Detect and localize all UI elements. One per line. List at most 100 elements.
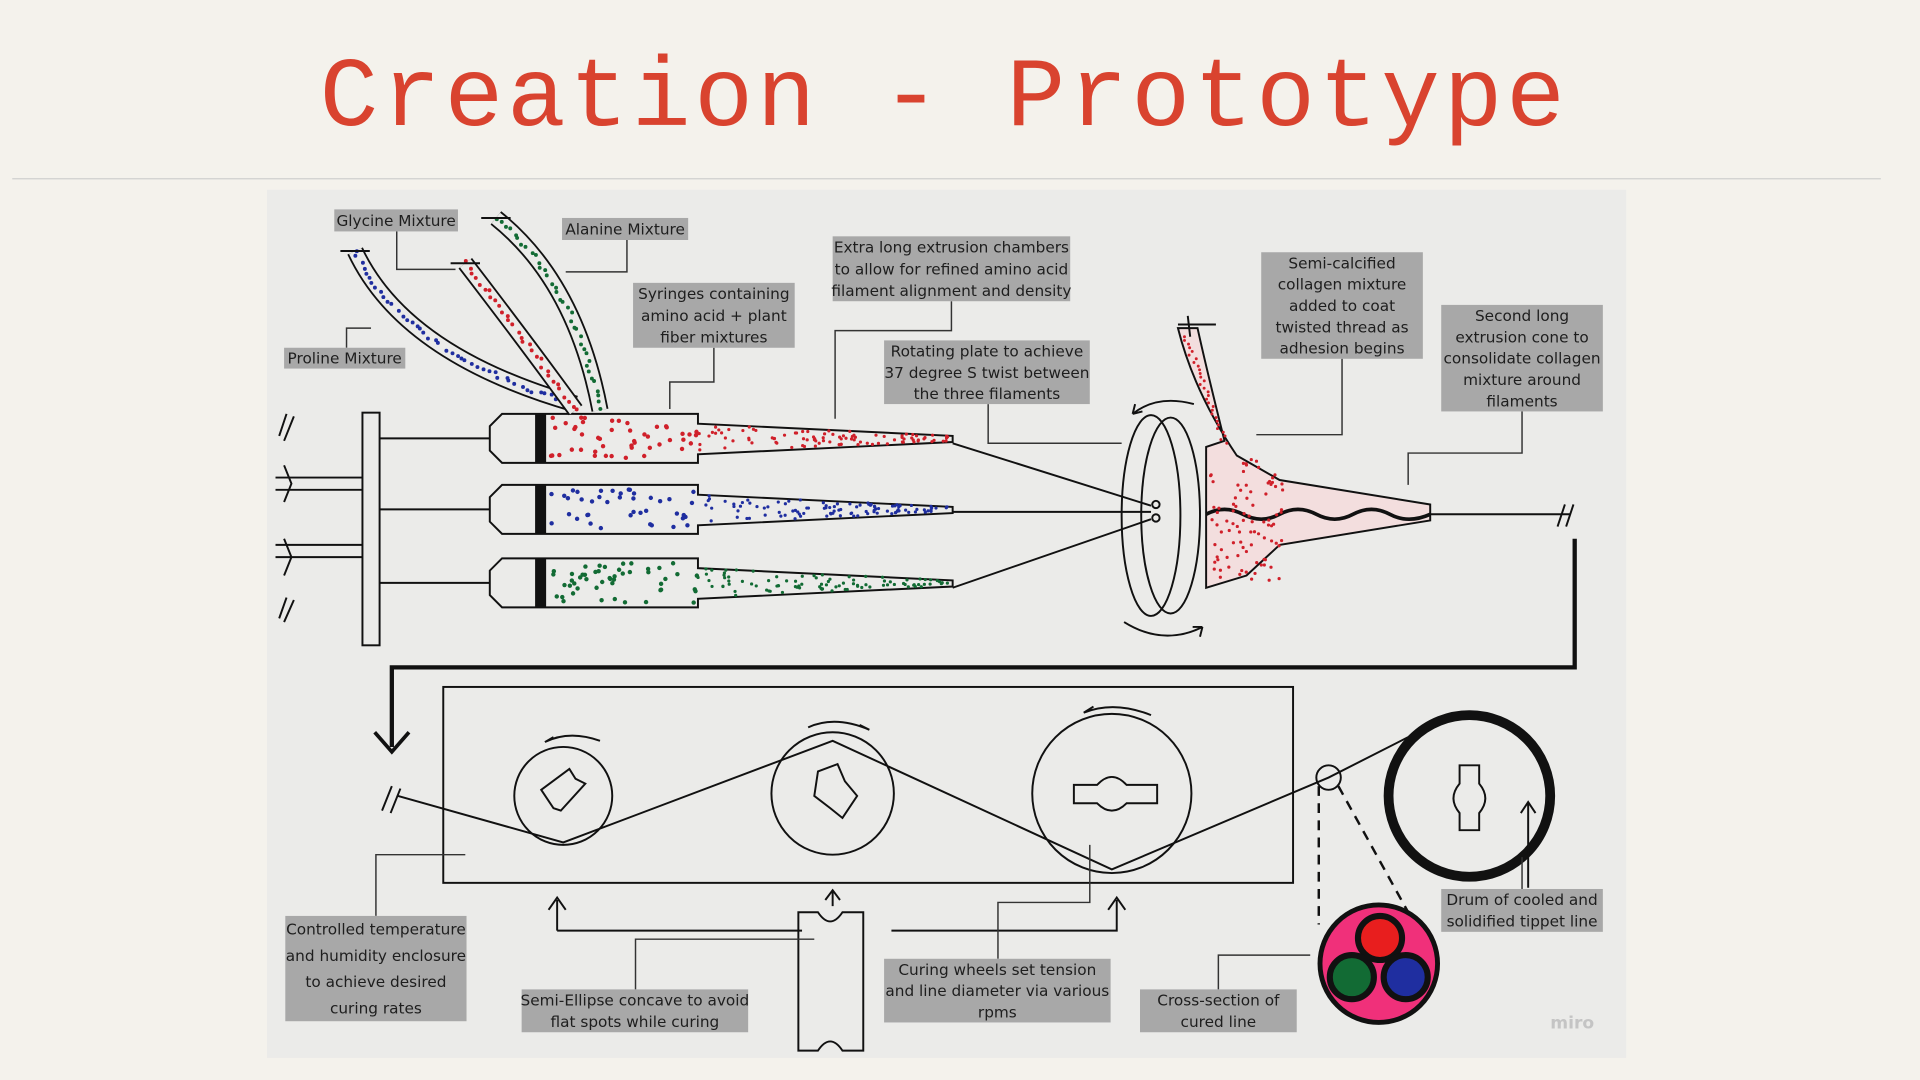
mixture-dot xyxy=(707,494,711,498)
mixture-dot xyxy=(723,436,727,440)
mixture-dot xyxy=(617,495,623,500)
mixture-dot xyxy=(824,504,828,508)
mixture-dot xyxy=(627,569,633,575)
mixture-dot xyxy=(820,573,824,577)
syringe-barrel xyxy=(488,557,954,609)
mixture-dot xyxy=(685,523,690,528)
label-line: Proline Mixture xyxy=(288,350,402,368)
mixture-dot xyxy=(569,447,575,452)
mixture-dot xyxy=(858,503,862,507)
mixture-dot xyxy=(1219,530,1223,534)
mixture-dot xyxy=(1269,565,1273,569)
label-connectors xyxy=(345,231,1523,990)
rotating-plate-edge xyxy=(1140,416,1201,615)
mixture-dot xyxy=(918,577,922,581)
mixture-dot xyxy=(1233,496,1237,500)
arrow-up-drum xyxy=(1520,800,1537,888)
mixture-dot xyxy=(934,506,938,510)
mixture-dot xyxy=(888,580,892,584)
plunger-seal xyxy=(535,558,547,608)
mixture-dot xyxy=(1267,578,1271,582)
mixture-dot xyxy=(679,446,685,452)
mixture-dot xyxy=(586,369,591,374)
mixture-dot xyxy=(528,342,533,347)
mixture-dot xyxy=(1250,577,1254,581)
mixture-dot xyxy=(689,500,695,506)
label-glycine: Glycine Mixture xyxy=(334,209,458,232)
mixture-dot xyxy=(521,384,525,389)
label-box xyxy=(1261,252,1423,359)
mixture-dot xyxy=(570,310,575,315)
mixture-dot xyxy=(1194,357,1198,361)
mixture-dot xyxy=(841,434,846,438)
mixture-dot xyxy=(812,574,816,578)
mixture-dot xyxy=(720,431,724,435)
mixture-dot xyxy=(935,579,939,583)
mixture-dot xyxy=(710,568,714,572)
label-line: to allow for refined amino acid xyxy=(835,260,1069,278)
mixture-dot xyxy=(858,440,863,444)
mixture-dot xyxy=(584,351,589,356)
diagram-drawing xyxy=(275,211,1577,1052)
mixture-dot xyxy=(825,514,829,518)
mixture-dot xyxy=(504,224,508,229)
mixture-dot xyxy=(693,588,698,594)
mixture-dot xyxy=(1249,530,1253,534)
mixture-dot xyxy=(923,436,927,440)
mixture-dot xyxy=(600,579,605,585)
mixture-dot xyxy=(1202,379,1206,383)
mixture-dot xyxy=(1215,555,1219,559)
curing-wheel-3 xyxy=(1031,712,1193,875)
mixture-dot xyxy=(543,268,548,273)
mixture-dot xyxy=(481,367,486,372)
mixture-dot xyxy=(539,356,544,361)
mixture-dot xyxy=(732,504,736,509)
label-line: amino acid + plant xyxy=(641,307,787,325)
mixture-dot xyxy=(1235,524,1239,529)
line-sample-circle xyxy=(1315,764,1342,791)
mixture-dot xyxy=(1259,563,1263,567)
mixture-dot xyxy=(791,509,795,513)
mixture-dot xyxy=(1241,469,1246,474)
label-line: flat spots while curing xyxy=(551,1013,720,1031)
mixture-dot xyxy=(610,488,615,493)
mixture-dot xyxy=(805,506,809,510)
mixture-dot xyxy=(1219,438,1223,442)
mixture-dot xyxy=(707,497,712,501)
mixture-dot xyxy=(885,583,890,587)
label-line: Semi-Ellipse concave to avoid xyxy=(521,992,750,1010)
mixture-dot xyxy=(493,370,498,375)
mixture-dot xyxy=(469,271,474,276)
mixture-dot xyxy=(674,511,680,516)
label-line: rpms xyxy=(978,1003,1017,1021)
label-line: the three filaments xyxy=(914,385,1061,403)
mixture-dot xyxy=(865,441,869,445)
mixture-dot xyxy=(731,439,735,443)
mixture-dot xyxy=(1198,372,1202,375)
mixture-dot xyxy=(517,330,522,335)
mixture-dot xyxy=(1241,461,1246,465)
mixture-dot xyxy=(860,585,864,590)
mixture-dot xyxy=(1190,349,1194,353)
mixture-dot xyxy=(741,428,745,433)
label-line: Rotating plate to achieve xyxy=(891,343,1084,361)
mixture-dot xyxy=(1211,405,1215,408)
mixture-dot xyxy=(549,521,554,526)
mixture-dot xyxy=(882,434,886,438)
mixture-dot xyxy=(523,244,528,249)
mixture-dot xyxy=(1231,509,1235,513)
mixture-dot xyxy=(1214,416,1218,420)
connector xyxy=(634,938,815,990)
mixture-dot xyxy=(592,453,598,458)
mixture-dot xyxy=(631,491,637,496)
mixture-dot xyxy=(680,516,686,521)
mixture-dot xyxy=(746,498,750,502)
mixture-dot xyxy=(698,448,702,452)
mixture-dot xyxy=(794,431,799,435)
label-box xyxy=(1140,989,1297,1033)
mixture-dot xyxy=(1273,473,1277,477)
mixture-dot xyxy=(793,579,798,583)
mixture-dot xyxy=(1202,386,1206,390)
mixture-dot xyxy=(870,442,875,446)
mixture-dot xyxy=(922,582,926,586)
